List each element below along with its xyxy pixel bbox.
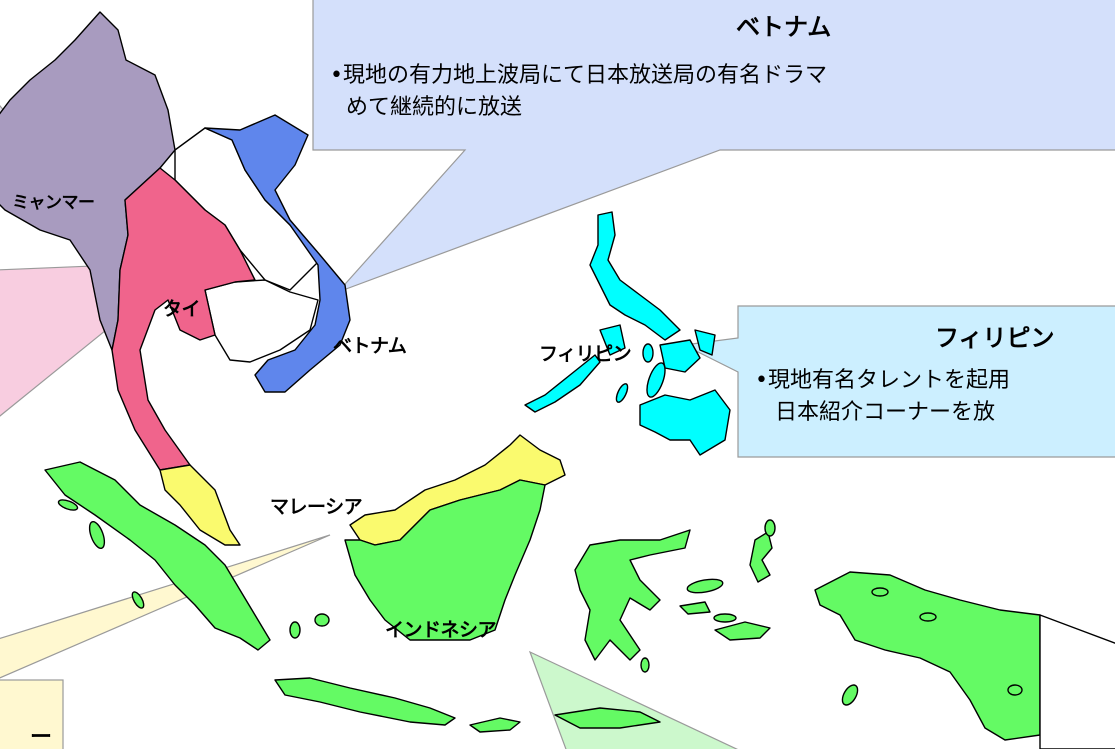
buru-region	[679, 601, 711, 615]
malaysia-label: マレーシア	[270, 496, 363, 518]
myanmar-region	[0, 11, 176, 351]
island-2	[57, 499, 79, 511]
vietnam-label: ベトナム	[333, 335, 407, 357]
papua-region	[814, 571, 1041, 741]
island-5	[289, 621, 301, 639]
ph-island-3	[615, 383, 629, 403]
ph-island-2	[642, 343, 654, 363]
philippines-callout-title: フィリピン	[935, 324, 1055, 352]
ph-island-1	[646, 362, 666, 398]
malaysia-callout-pointer	[0, 534, 331, 679]
mindoro-region	[599, 324, 626, 356]
myanmar-label: ミャンマー	[12, 193, 95, 213]
vietnam-callout-line-2: めて継続的に放送	[346, 95, 523, 120]
png-region	[1039, 614, 1115, 749]
palawan-region	[524, 354, 601, 413]
maluku-region	[749, 531, 773, 583]
island-3	[131, 591, 145, 609]
seram-region	[714, 621, 771, 641]
philippines-label: フィリピン	[539, 343, 632, 365]
philippines-callout-line-2: 日本紹介コーナーを放	[775, 400, 996, 425]
luzon-region	[589, 211, 681, 341]
samar-region	[694, 329, 716, 356]
island-12	[640, 657, 650, 673]
philippines-callout-line-1: •現地有名タレントを起用	[755, 368, 1010, 393]
vietnam-callout-title: ベトナム	[736, 13, 832, 41]
island-8	[1007, 684, 1023, 696]
island-10	[713, 613, 737, 623]
island-1	[88, 520, 106, 550]
malaysia-callout-box	[0, 679, 64, 749]
lesser-sunda-region	[469, 717, 521, 733]
kalimantan-region	[344, 479, 546, 641]
vietnam-callout-box	[312, 0, 1115, 293]
island-11	[919, 612, 937, 622]
malaysia-callout-fragment: ー	[30, 725, 53, 750]
sulawesi-region	[574, 529, 691, 661]
vietnam-region	[204, 114, 351, 393]
island-4	[314, 613, 330, 627]
mindanao-region	[639, 389, 731, 456]
thailand-region	[111, 167, 256, 471]
sumatra-region	[44, 461, 271, 651]
thailand-label: タイ	[163, 298, 201, 320]
indonesia-label: インドネシア	[385, 619, 497, 641]
peninsular-malaysia-region	[159, 464, 241, 546]
island-7	[841, 684, 859, 706]
island-13	[764, 519, 776, 537]
island-9	[871, 587, 889, 597]
java-region	[274, 677, 456, 726]
philippines-callout-box	[681, 305, 1115, 458]
island-6	[686, 578, 724, 594]
lesser-sunda-region-2	[554, 707, 661, 729]
vietnam-callout-line-1: •現地の有力地上波局にて日本放送局の有名ドラマ	[330, 63, 827, 88]
